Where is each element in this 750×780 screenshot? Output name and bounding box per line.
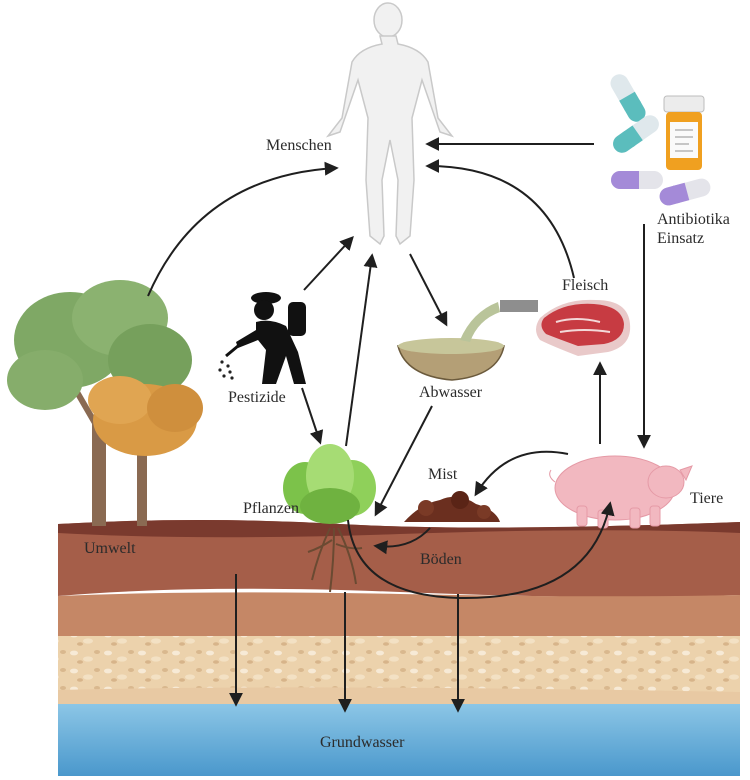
ground-layers [58,520,740,776]
groundwater-layer [58,704,740,776]
pill-capsule-icon [610,74,711,206]
label-plants: Pflanzen [243,500,299,517]
pig-icon [549,455,693,529]
lettuce-icon [283,444,376,593]
pill-bottle-icon [663,95,705,170]
label-pesticides: Pestizide [228,389,286,406]
arrow-pesticides-to-plants [301,387,324,445]
label-humans: Menschen [266,137,332,154]
label-environment: Umwelt [84,540,136,557]
arrow-animals-to-manure [474,450,569,497]
human-figure-icon [325,2,455,246]
wastewater-basin-icon [397,300,538,381]
farmer-sprayer-icon [218,292,306,384]
label-antibiotics-line2: Einsatz [657,230,705,247]
label-antibiotics-line1: Antibiotika [657,211,730,228]
arrow-environment-to-humans [147,161,339,297]
flow-arrows [147,137,651,713]
topsoil-edge [58,520,740,538]
label-animals: Tiere [690,490,724,507]
label-soil: Böden [420,551,462,568]
meat-steak-icon [536,299,631,356]
label-wastewater: Abwasser [419,384,483,401]
arrow-manure-to-soil [373,527,431,555]
arrow-plants-to-humans [345,253,378,447]
arrow-humans-to-wastewater [409,253,448,327]
arrow-meat-to-humans [425,159,575,279]
arrow-pesticides-to-humans [303,235,354,291]
spray-dots [218,360,234,380]
label-groundwater: Grundwasser [320,734,405,751]
arrow-soil-to-animals [347,501,615,600]
label-meat: Fleisch [562,277,609,294]
label-manure: Mist [428,466,458,483]
sand-layer [58,687,740,706]
subsoil-layer [58,592,740,643]
gravel-layer [58,636,740,698]
tree-icon [7,280,203,526]
manure-pile-icon [404,491,500,522]
topsoil-layer [58,520,740,597]
arrow-wastewater-to-soil [374,405,433,517]
